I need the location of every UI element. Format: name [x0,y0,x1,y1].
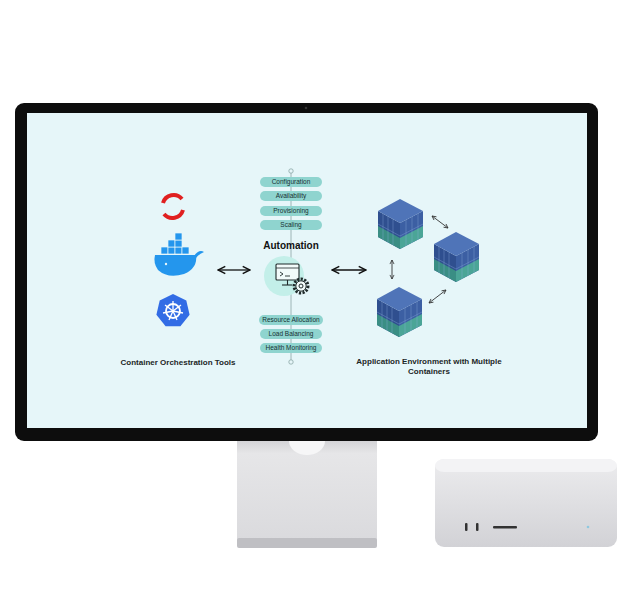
monitor-bezel [15,103,598,441]
pill-label: Load Balancing [260,329,322,339]
mac-top [435,459,617,472]
icon-neck [287,280,288,285]
power-led [587,526,590,529]
automation-hub: Automation [252,240,330,300]
icon-prompt [280,272,283,276]
monitor-stand [237,438,377,548]
icon-foot [282,284,292,285]
logo-arc [163,195,182,203]
logo-arc [164,210,183,218]
feature-pill: Scaling [260,220,322,230]
card-slot [493,526,517,529]
icon-monitor [276,264,299,280]
usb-port [465,523,468,531]
pill-label: Health Monitoring [260,343,322,353]
feature-pill: Resource Allocation [259,315,323,325]
stand-base [237,538,377,548]
gear-hole [299,284,303,288]
kubernetes-logo [156,294,189,326]
gear-teeth [294,279,308,293]
usb-port [476,523,479,531]
container-stack [378,199,423,249]
whale-tail [194,251,204,258]
feature-pill: Load Balancing [260,329,322,339]
hub-title: Automation [252,240,330,252]
container-environment: Application Environment with Multiple Co… [368,196,490,376]
camera-dot [305,107,308,110]
monitor-screen [27,113,587,428]
feature-pill: Configuration [260,177,322,187]
feature-pill: Health Monitoring [260,343,322,353]
container-link [432,216,448,228]
logo-spokes [163,301,183,320]
mac-studio [435,459,617,547]
logo-heptagon [156,294,189,326]
automation-icon [264,256,308,296]
container-stack [434,232,479,282]
gear-body [296,281,306,291]
container-link [429,290,446,303]
pill-label: Provisioning [260,206,322,216]
docker-logo [154,233,204,276]
stand-hinge [289,441,325,455]
container-stack [377,287,422,337]
tools-group: Container Orchestration Tools [140,190,216,376]
double-arrow [218,269,250,270]
feature-pill: Provisioning [260,206,322,216]
icon-cursor [285,276,290,277]
pill-label: Scaling [260,220,322,230]
icon-bar [276,268,299,269]
feature-pill: Availability [260,191,322,201]
pill-label: Resource Allocation [259,315,323,325]
double-arrow [332,269,366,270]
whale-containers [161,233,189,254]
stand-neck [237,438,377,542]
whale-eye [165,263,167,265]
container-link [392,260,393,279]
openshift-logo [163,195,183,218]
spine-dot [289,169,293,173]
group-heading: Application Environment with Multiple Co… [356,357,502,377]
group-heading: Container Orchestration Tools [118,358,238,368]
pill-label: Configuration [260,177,322,187]
whale-body [154,255,196,276]
spine-dot [289,360,293,364]
pill-label: Availability [260,191,322,201]
mac-body [435,459,617,547]
